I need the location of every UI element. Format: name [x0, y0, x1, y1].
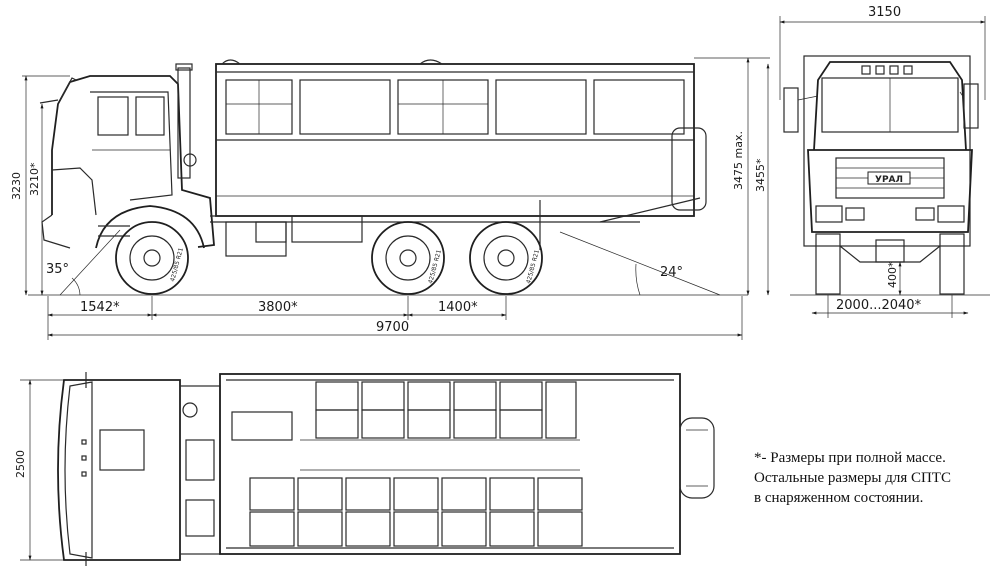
- front-view: 3150 УРАЛ: [779, 5, 990, 318]
- height-max-dim: 3475 max.: [732, 131, 745, 190]
- footnote: *- Размеры при полной массе. Остальные р…: [754, 448, 994, 508]
- axle-spacing-dim: 1400*: [438, 300, 478, 315]
- passenger-body-side: [215, 59, 707, 217]
- height-loaded-dim: 3455*: [754, 158, 767, 192]
- grille-badge: УРАЛ: [875, 175, 903, 185]
- footnote-line-2: Остальные размеры для СПТС: [754, 470, 951, 486]
- cab-height-b: 3210*: [28, 162, 41, 196]
- footnote-line-3: в снаряженном состоянии.: [754, 490, 924, 506]
- side-view: 425/85 R21 425/85 R21 425/85 R21 35° 24°…: [10, 57, 770, 340]
- seats-bottom-row: [249, 477, 583, 547]
- track-dim: 2000...2040*: [836, 298, 922, 313]
- seats-top-row: [315, 381, 577, 439]
- front-overhang-dim: 1542*: [80, 300, 120, 315]
- wheelbase-dim: 3800*: [258, 300, 298, 315]
- mid-wheel: 425/85 R21: [371, 221, 445, 295]
- cab-height-a: 3230: [10, 172, 23, 200]
- body-width-dim: 2500: [14, 450, 27, 478]
- top-view: 2500: [14, 372, 715, 566]
- ground-clearance-dim: 400*: [886, 261, 899, 288]
- overall-width-dim: 3150: [868, 5, 901, 20]
- footnote-line-1: *- Размеры при полной массе.: [754, 450, 946, 466]
- approach-angle: 35°: [46, 262, 69, 277]
- departure-angle: 24°: [660, 265, 683, 280]
- chassis-side: [210, 197, 701, 257]
- front-wheel: 425/85 R21: [115, 221, 189, 295]
- rear-wheel: 425/85 R21: [469, 221, 543, 295]
- overall-length-dim: 9700: [376, 320, 409, 335]
- cab-side: [39, 63, 215, 249]
